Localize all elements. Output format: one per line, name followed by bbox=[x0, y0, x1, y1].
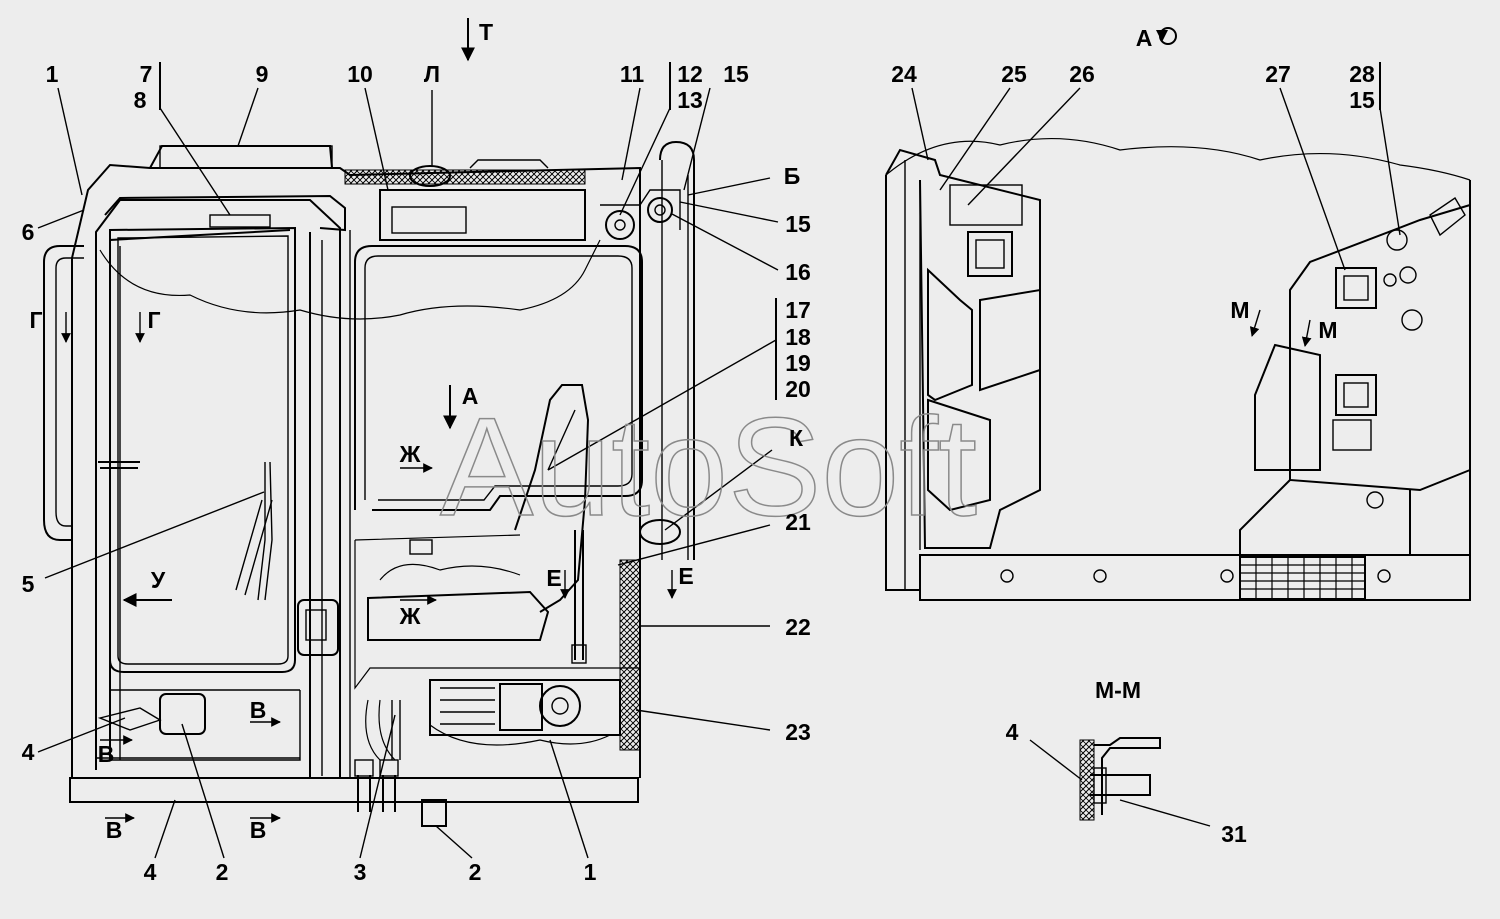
section-mm-title: М-М bbox=[1095, 677, 1141, 703]
view-letters: Т Л Б К А Г Г У Ж Ж Е Е В В В В М М А М-… bbox=[29, 19, 1337, 843]
callout-label: 15 bbox=[1349, 87, 1375, 113]
callout-separators bbox=[159, 62, 1381, 400]
view-marker-zh1: Ж bbox=[399, 441, 421, 467]
view-marker-t: Т bbox=[479, 19, 493, 45]
view-a-panel bbox=[885, 137, 1471, 601]
callout-label: 9 bbox=[256, 61, 269, 87]
callout-label: 26 bbox=[1069, 61, 1095, 87]
callout-label: 28 bbox=[1349, 61, 1375, 87]
callout-label: 8 bbox=[134, 87, 147, 113]
seat-cushion bbox=[367, 590, 550, 641]
view-marker-m2: М bbox=[1318, 317, 1337, 343]
callout-label: 25 bbox=[1001, 61, 1027, 87]
door-window bbox=[109, 226, 296, 673]
callout-label: 1 bbox=[584, 859, 597, 885]
callout-label: 4 bbox=[144, 859, 157, 885]
view-marker-a: А bbox=[462, 383, 479, 409]
view-marker-b: Б bbox=[784, 163, 801, 189]
view-marker-g1: Г bbox=[29, 307, 42, 333]
callout-label: 22 bbox=[785, 614, 811, 640]
callout-label: 2 bbox=[216, 859, 229, 885]
callout-numbers: 1 7 8 9 10 11 12 13 15 15 16 17 18 19 20… bbox=[22, 61, 1375, 885]
callout-label: 6 bbox=[22, 219, 35, 245]
view-marker-v4: В bbox=[250, 817, 267, 843]
callout-label: 18 bbox=[785, 324, 811, 350]
view-marker-v1: В bbox=[250, 697, 267, 723]
callout-label: 11 bbox=[620, 61, 645, 87]
callout-label: 27 bbox=[1265, 61, 1291, 87]
view-marker-u: У bbox=[151, 567, 166, 593]
callout-label: 4 bbox=[22, 739, 35, 765]
callout-label: 3 bbox=[354, 859, 367, 885]
callout-label: 15 bbox=[723, 61, 749, 87]
callout-label: 4 bbox=[1006, 719, 1019, 745]
callout-label: 21 bbox=[785, 509, 811, 535]
view-marker-zh2: Ж bbox=[399, 603, 421, 629]
callout-label: 16 bbox=[785, 259, 811, 285]
view-marker-v3: В bbox=[106, 817, 123, 843]
cab-side-view bbox=[43, 140, 695, 827]
section-mm bbox=[1079, 737, 1161, 821]
roof-hatch bbox=[149, 145, 333, 169]
callout-label: 31 bbox=[1221, 821, 1247, 847]
view-marker-e1: Е bbox=[546, 565, 561, 591]
view-a-title: А bbox=[1136, 25, 1153, 51]
rear-window bbox=[354, 245, 643, 511]
callout-label: 5 bbox=[22, 571, 35, 597]
view-marker-m1: М bbox=[1230, 297, 1249, 323]
view-marker-v2: В bbox=[98, 741, 115, 767]
cab-floor-slab bbox=[69, 777, 639, 803]
callout-label: 1 bbox=[46, 61, 59, 87]
view-marker-k: К bbox=[789, 425, 804, 451]
callout-label: 7 bbox=[140, 61, 153, 87]
view-arrows bbox=[61, 18, 1312, 823]
view-marker-e2: Е bbox=[678, 563, 693, 589]
callout-label: 15 bbox=[785, 211, 811, 237]
view-marker-l: Л bbox=[424, 61, 440, 87]
view-marker-g2: Г bbox=[147, 307, 160, 333]
callout-label: 10 bbox=[347, 61, 373, 87]
callout-label: 19 bbox=[785, 350, 811, 376]
watermark: AutoSoft bbox=[440, 388, 977, 545]
callout-label: 2 bbox=[469, 859, 482, 885]
callout-label: 13 bbox=[677, 87, 703, 113]
callout-label: 12 bbox=[677, 61, 703, 87]
callout-label: 24 bbox=[891, 61, 917, 87]
callout-label: 23 bbox=[785, 719, 811, 745]
callout-label: 20 bbox=[785, 376, 811, 402]
callout-label: 17 bbox=[785, 297, 811, 323]
